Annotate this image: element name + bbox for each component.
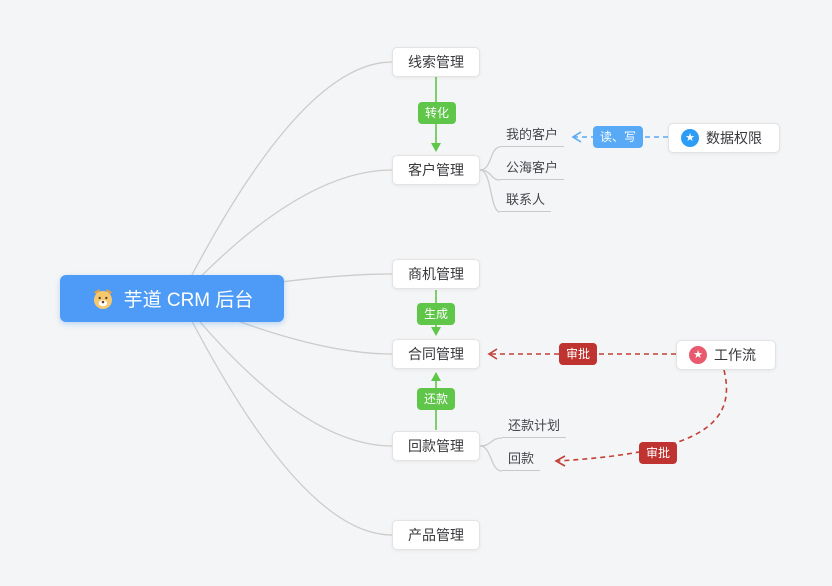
repay-badge: 还款	[416, 388, 456, 410]
receivable-item: 回款	[502, 451, 541, 471]
product-management-node: 产品管理	[392, 520, 480, 550]
opportunity-management-node: 商机管理	[392, 259, 480, 289]
customer-management-node: 客户管理	[392, 155, 480, 185]
arrowhead-lead-to-customer	[431, 143, 441, 152]
product-management-label: 产品管理	[408, 527, 464, 543]
edge-receivable-to-receivable-item	[479, 445, 503, 472]
receivable-management-node: 回款管理	[392, 431, 480, 461]
opportunity-management-label: 商机管理	[408, 266, 464, 282]
arrowhead-opportunity-to-contract	[431, 327, 441, 336]
root-node: 芋道 CRM 后台	[60, 275, 284, 322]
edge-customer-to-my-customers	[479, 146, 501, 171]
edge-root-to-customer	[179, 169, 393, 299]
dog-mascot-icon	[91, 287, 115, 311]
workflow-label: 工作流	[714, 347, 756, 363]
public-pool-customers-item: 公海客户	[500, 160, 565, 180]
arrowhead-data-permission	[571, 131, 582, 143]
edge-root-to-product	[179, 297, 393, 536]
customer-management-label: 客户管理	[408, 162, 464, 178]
edge-workflow-to-receivable	[557, 369, 728, 462]
root-title: 芋道 CRM 后台	[123, 290, 254, 311]
lead-management-node: 线索管理	[392, 47, 480, 77]
edge-customer-to-contacts	[479, 169, 501, 213]
arrowhead-workflow-to-contract	[487, 348, 498, 360]
contract-management-label: 合同管理	[408, 346, 464, 362]
repayment-plan-item: 还款计划	[502, 418, 567, 438]
approve-receivable-badge: 审批	[638, 442, 678, 464]
contract-management-node: 合同管理	[392, 339, 480, 369]
read-write-badge: 读、写	[592, 126, 644, 148]
data-permission-label: 数据权限	[706, 130, 762, 146]
star-icon: ★	[689, 346, 707, 364]
star-icon: ★	[681, 129, 699, 147]
contacts-item: 联系人	[500, 192, 552, 212]
arrowhead-receivable-to-contract	[431, 372, 441, 381]
workflow-node: ★ 工作流	[676, 340, 776, 370]
arrowhead-workflow-to-receivable	[554, 455, 566, 467]
approve-contract-badge: 审批	[558, 343, 598, 365]
convert-badge: 转化	[417, 102, 457, 124]
edge-root-to-lead	[179, 61, 393, 299]
receivable-management-label: 回款管理	[408, 438, 464, 454]
edge-root-to-receivable	[179, 297, 393, 447]
data-permission-node: ★ 数据权限	[668, 123, 780, 153]
lead-management-label: 线索管理	[408, 54, 464, 70]
edge-receivable-to-repayment-plan	[479, 437, 503, 447]
my-customers-item: 我的客户	[500, 127, 565, 147]
generate-badge: 生成	[416, 303, 456, 325]
